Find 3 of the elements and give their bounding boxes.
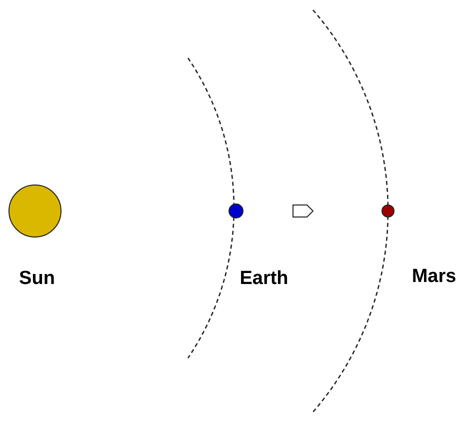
planet-label: Earth	[240, 268, 288, 290]
planet-label: Sun	[19, 268, 55, 290]
planet-label: Mars	[412, 266, 456, 288]
